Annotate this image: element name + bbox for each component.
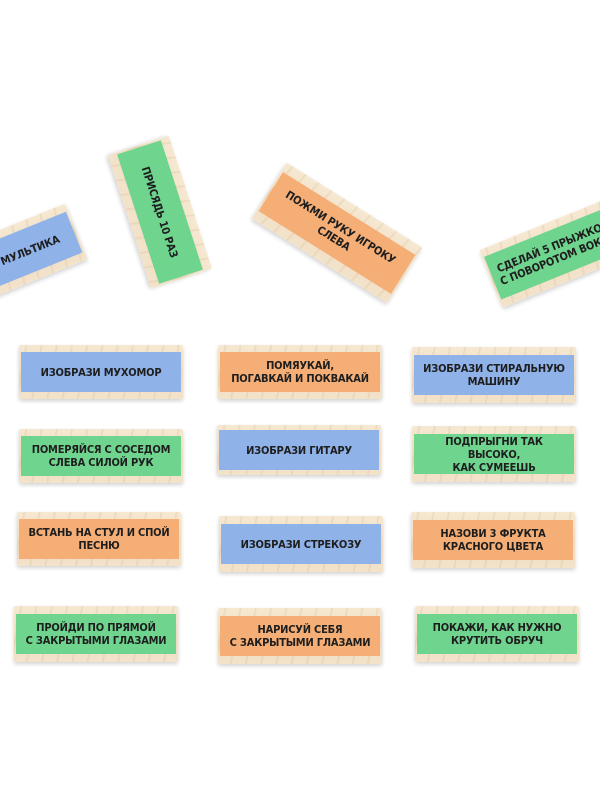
card-label: ПРОЙДИ ПО ПРЯМОЙ С ЗАКРЫТЫМИ ГЛАЗАМИ: [16, 614, 176, 654]
card-label: ПОКАЖИ, КАК НУЖНО КРУТИТЬ ОБРУЧ: [417, 614, 577, 654]
wooden-card: ПОМЕРЯЙСЯ С СОСЕДОМ СЛЕВА СИЛОЙ РУК: [19, 429, 183, 483]
wooden-card: ПРОЙДИ ПО ПРЯМОЙ С ЗАКРЫТЫМИ ГЛАЗАМИ: [14, 606, 178, 662]
wooden-card-tilted-4: СДЕЛАЙ 5 ПРЫЖКОВ С ПОВОРОТОМ ВОКРУ: [479, 190, 600, 308]
card-label: ИЗОБРАЗИ СТИРАЛЬНУЮ МАШИНУ: [414, 355, 574, 395]
wooden-card: НАЗОВИ 3 ФРУКТА КРАСНОГО ЦВЕТА: [411, 512, 575, 568]
wooden-card-tilted-1: Я МУЛЬТИКА: [0, 203, 88, 301]
wooden-card: ИЗОБРАЗИ ГИТАРУ: [217, 425, 381, 475]
card-label: ПОЖМИ РУКУ ИГРОКУ СЛЕВА: [258, 172, 416, 294]
card-label: ПРИСЯДЬ 10 РАЗ: [117, 140, 203, 284]
card-label: Я МУЛЬТИКА: [0, 211, 83, 293]
card-label: ПОМЕРЯЙСЯ С СОСЕДОМ СЛЕВА СИЛОЙ РУК: [21, 436, 181, 476]
wooden-card: ВСТАНЬ НА СТУЛ И СПОЙ ПЕСНЮ: [17, 512, 181, 566]
wooden-card-tilted-2: ПРИСЯДЬ 10 РАЗ: [107, 135, 213, 289]
card-label: ВСТАНЬ НА СТУЛ И СПОЙ ПЕСНЮ: [19, 519, 179, 559]
card-label: НАЗОВИ 3 ФРУКТА КРАСНОГО ЦВЕТА: [413, 520, 573, 560]
card-label: ИЗОБРАЗИ МУХОМОР: [21, 352, 181, 392]
wooden-card: ПОДПРЫГНИ ТАК ВЫСОКО, КАК СУМЕЕШЬ: [412, 426, 576, 482]
wooden-card: ПОМЯУКАЙ, ПОГАВКАЙ И ПОКВАКАЙ: [218, 345, 382, 399]
wooden-card: ИЗОБРАЗИ МУХОМОР: [19, 345, 183, 399]
card-label: НАРИСУЙ СЕБЯ С ЗАКРЫТЫМИ ГЛАЗАМИ: [220, 616, 380, 656]
card-label: ПОДПРЫГНИ ТАК ВЫСОКО, КАК СУМЕЕШЬ: [414, 434, 574, 474]
wooden-card: ИЗОБРАЗИ СТИРАЛЬНУЮ МАШИНУ: [412, 347, 576, 403]
wooden-card: ПОКАЖИ, КАК НУЖНО КРУТИТЬ ОБРУЧ: [415, 606, 579, 662]
card-label: ПОМЯУКАЙ, ПОГАВКАЙ И ПОКВАКАЙ: [220, 352, 380, 392]
card-label: ИЗОБРАЗИ ГИТАРУ: [219, 430, 379, 470]
card-label: СДЕЛАЙ 5 ПРЫЖКОВ С ПОВОРОТОМ ВОКРУ: [484, 198, 600, 300]
wooden-card: ИЗОБРАЗИ СТРЕКОЗУ: [219, 516, 383, 572]
card-label: ИЗОБРАЗИ СТРЕКОЗУ: [221, 524, 381, 564]
wooden-card-tilted-3: ПОЖМИ РУКУ ИГРОКУ СЛЕВА: [251, 162, 423, 304]
wooden-card: НАРИСУЙ СЕБЯ С ЗАКРЫТЫМИ ГЛАЗАМИ: [218, 608, 382, 664]
